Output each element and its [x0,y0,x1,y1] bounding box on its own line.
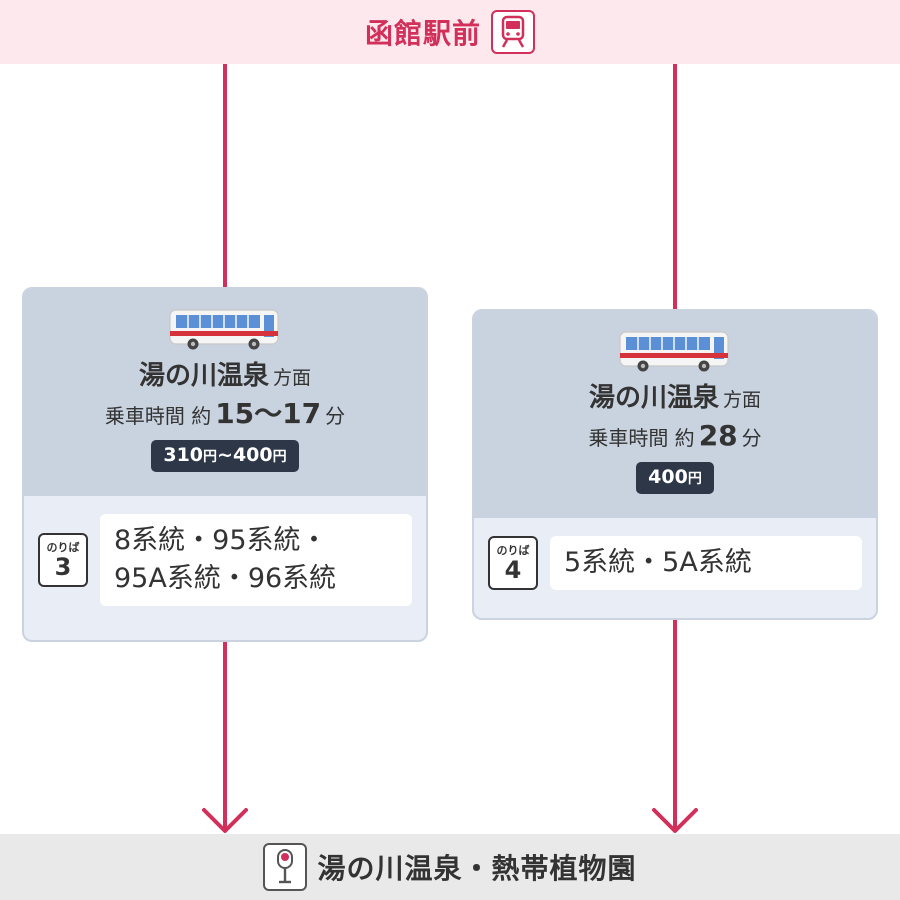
route-2-arrow-head [652,808,698,833]
route-1-fare-sep: ~ [217,444,233,466]
route-1-fare-min-unit: 円 [203,449,218,465]
train-icon [491,10,535,54]
route-2-fare-unit: 円 [687,471,702,487]
route-1-fare-min: 310 [163,444,204,466]
bus-icon [619,331,729,372]
route-1-direction: 湯の川温泉方面 [139,359,311,396]
route-2-fare: 400 [648,466,688,488]
route-1-time-label: 乗車時間 約 [104,404,212,428]
route-card-2-platform: のりば 4 5系統・5A系統 [474,518,876,606]
route-1-fare-max: 400 [232,444,273,466]
route-1-numbers: 8系統・95系統・ 95A系統・96系統 [100,514,412,606]
platform-label: のりば [496,543,530,557]
platform-4-badge: のりば 4 [488,536,538,590]
platform-label: のりば [46,540,80,554]
route-1-arrow-head [202,808,248,833]
route-1-time-value: 15〜17 [215,397,322,430]
bus-stop-icon [263,843,308,891]
route-2-time-label: 乗車時間 約 [588,426,695,450]
origin-station-name: 函館駅前 [364,17,481,50]
destination-stop-name: 湯の川温泉・熱帯植物園 [317,852,637,885]
route-2-time-unit: 分 [741,426,762,450]
route-1-fare-max-unit: 円 [272,449,287,465]
platform-number: 3 [54,552,72,581]
route-1-direction-suffix: 方面 [273,367,312,389]
route-2-direction: 湯の川温泉方面 [589,381,761,418]
route-1-fare-badge: 310円~400円 [151,440,299,472]
platform-3-badge: のりば 3 [38,533,88,587]
destination-footer: 湯の川温泉・熱帯植物園 [0,834,900,900]
route-1-destination: 湯の川温泉 [138,361,269,391]
route-1-numbers-line-2: 95A系統・96系統 [114,563,337,594]
route-1-numbers-line-1: 8系統・95系統・ [114,525,328,556]
route-2-direction-suffix: 方面 [723,389,762,411]
route-2-numbers: 5系統・5A系統 [550,536,862,590]
route-2-fare-badge: 400円 [636,462,714,494]
platform-number: 4 [504,555,522,584]
route-2-numbers-line-1: 5系統・5A系統 [564,547,752,578]
route-2-time-value: 28 [698,419,738,452]
bus-icon [169,309,279,350]
route-1-time-unit: 分 [325,404,346,428]
route-2-destination: 湯の川温泉 [588,383,719,413]
route-card-1-platform: のりば 3 8系統・95系統・ 95A系統・96系統 [24,496,426,622]
origin-header: 函館駅前 [0,0,900,64]
